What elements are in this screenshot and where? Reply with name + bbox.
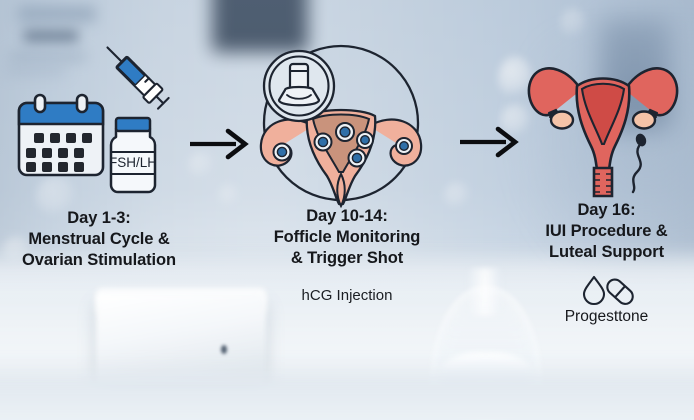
step-2-subcaption: hCG Injection [301,287,393,304]
step-2-icons [259,44,423,209]
calendar-icon [17,93,105,177]
background-shelf-4 [6,68,66,75]
follicle-group [272,122,413,168]
background-box-port [221,345,227,354]
ultrasound-probe-icon [262,49,336,123]
arrow-step2-to-step3 [458,126,520,158]
progesterone-icons [519,273,694,306]
background-shelf-1 [18,6,96,22]
arrow-step1-to-step2 [188,128,250,160]
background-shelf-2 [24,30,78,42]
step-2-group: Day 10-14: Fofficle Monitoring & Trigger… [249,40,445,305]
step-2-caption: Day 10-14: Fofficle Monitoring & Trigger… [273,207,421,267]
uterus-follicles-icon [259,108,423,209]
background-lab-box [96,294,266,386]
medication-vial-icon: FSH/LH [109,116,157,194]
background-monitor [212,0,308,52]
vial-label: FSH/LH [109,155,157,170]
step-3-icons [527,67,679,198]
background-shelf-3 [10,52,86,61]
capsule-pill-icon [605,278,634,305]
droplet-icon [582,275,605,306]
step-3-group: Day 16: IUI Procedure & Luteal Support P… [519,62,694,326]
step-3-caption: Day 16: IUI Procedure & Luteal Support [545,201,668,261]
step-3-subcaption: Progesttone [564,308,649,325]
step-1-caption: Day 1-3: Menstrual Cycle & Ovarian Stimu… [22,209,176,269]
step-1-group: FSH/LH Day 1-3: Menstrual Cycle & Ovaria… [0,44,198,271]
uterus-sperm-icon [527,67,679,198]
step-1-icons: FSH/LH [17,46,170,194]
syringe-icon [106,46,170,110]
background-counter-edge [0,372,694,420]
sperm-icon [631,133,647,194]
